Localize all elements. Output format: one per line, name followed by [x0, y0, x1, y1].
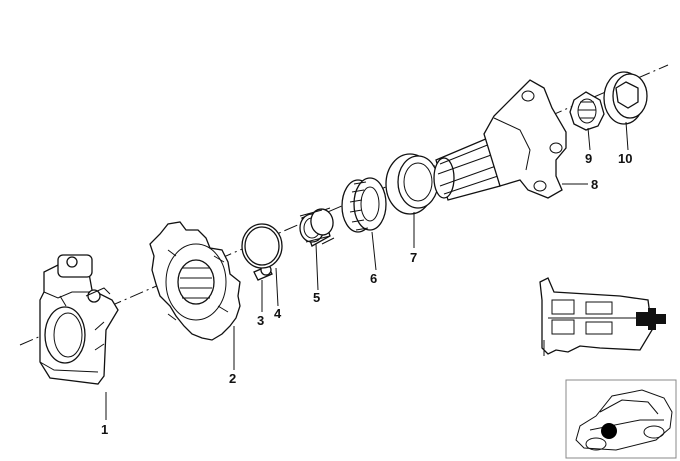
collar-nut-icon[interactable]	[569, 91, 605, 131]
callout-3: 3	[257, 313, 264, 328]
washer-plate-icon[interactable]	[603, 71, 648, 125]
center-axis-line	[19, 64, 669, 346]
retaining-ring-icon[interactable]	[241, 223, 283, 269]
callout-7: 7	[410, 250, 417, 265]
sleeve-icon[interactable]	[299, 207, 335, 247]
bracket-housing-icon[interactable]	[39, 254, 119, 385]
leader-lines	[105, 121, 629, 420]
assembly-detail-icon	[539, 277, 666, 356]
callout-8: 8	[591, 177, 598, 192]
callout-4: 4	[274, 306, 282, 321]
callout-1: 1	[101, 422, 108, 437]
callout-10: 10	[618, 151, 632, 166]
callout-9: 9	[585, 151, 592, 166]
location-marker	[601, 423, 617, 439]
callout-6: 6	[370, 271, 377, 286]
callout-2: 2	[229, 371, 236, 386]
sprocket-gear-icon[interactable]	[149, 221, 241, 341]
needle-bearing-icon[interactable]	[341, 177, 387, 233]
shaft-seal-icon[interactable]	[385, 153, 439, 215]
callout-5: 5	[313, 290, 320, 305]
flange-shaft-icon[interactable]	[433, 79, 567, 201]
vehicle-location-icon	[565, 379, 677, 459]
